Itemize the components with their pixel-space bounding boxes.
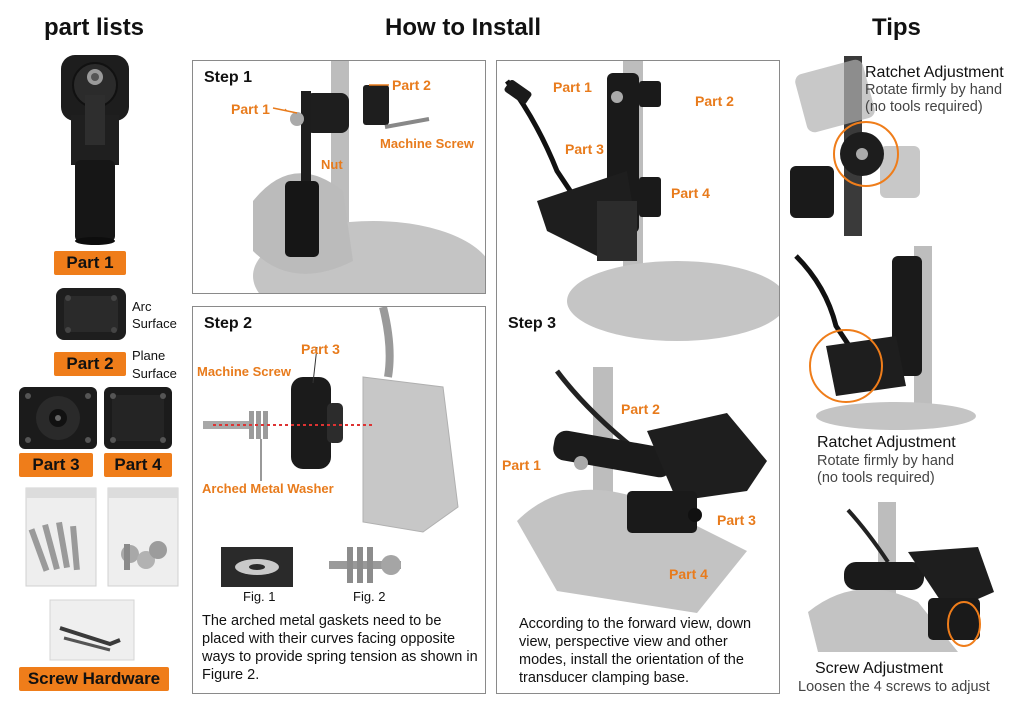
step3-part2-label: Part 2 [621,401,660,417]
right-top-illustration [504,61,779,341]
step3-part3-label: Part 3 [717,512,756,528]
tip2-image [794,246,976,430]
fig2-label: Fig. 2 [353,589,386,604]
step2-panel: Step 2 Part 3 Machine Screw Arched Metal… [192,306,486,694]
fig1-image [221,547,293,587]
tip3-title: Screw Adjustment [815,660,944,677]
step1-illustration [253,61,485,293]
step2-screw-label: Machine Screw [197,364,291,379]
step1-part1-label: Part 1 [231,101,270,117]
part4-image [104,387,172,449]
fig1-label: Fig. 1 [243,589,276,604]
plane-surface-label: Surface [132,366,177,381]
fig2-image [329,547,401,583]
part4-tag: Part 4 [104,453,172,477]
tip1-image [790,56,920,236]
washer-bag-image [107,487,179,587]
parts-heading: part lists [44,14,145,41]
screw-hardware-tag: Screw Hardware [19,667,169,691]
step3-part1-label: Part 1 [502,457,541,473]
part1-tag: Part 1 [54,251,126,275]
tip1-line1: Rotate firmly by hand [865,82,1003,98]
step3-illustration [517,367,767,613]
step2-illustration [203,307,459,533]
step1-screw-label: Machine Screw [380,136,474,151]
tip2-title: Ratchet Adjustment [817,434,956,451]
step1-nut-label: Nut [321,157,343,172]
arc-surface-label: Surface [132,316,177,331]
step2-description: The arched metal gaskets need to be plac… [202,613,478,683]
part2-image [56,288,126,340]
step1-part2-label: Part 2 [392,77,431,93]
part3-tag: Part 3 [19,453,93,477]
step3-title: Step 3 [508,315,557,332]
tip3-image [808,502,994,652]
tip2-line2: (no tools required) [817,470,935,486]
right-part2-label: Part 2 [695,93,734,109]
arc-label: Arc [132,299,152,314]
step3-description: According to the forward view, down view… [519,616,752,686]
right-part4-label: Part 4 [671,185,710,201]
tip2-line1: Rotate firmly by hand [817,453,955,469]
install-heading: How to Install [385,14,541,41]
tip1-title: Ratchet Adjustment [865,64,1004,81]
tip3-line1: Loosen the 4 screws to adjust [798,679,990,695]
part3-image [19,387,97,449]
right-part1-label: Part 1 [553,79,592,95]
step3-part4-label: Part 4 [669,566,708,582]
step2-title: Step 2 [204,315,253,332]
screw-bag-image [25,487,97,587]
step1-panel: Step 1 Part 1 Part 2 Nut Machine Screw [192,60,486,294]
allen-key-bag-image [49,599,135,661]
part1-image [61,55,129,245]
step1-title: Step 1 [204,69,253,86]
tip1-line2: (no tools required) [865,99,983,115]
step2-part3-label: Part 3 [301,341,340,357]
plane-label: Plane [132,348,166,363]
step3-panel: Part 1 Part 2 Part 3 Part 4 Step 3 Part … [496,60,780,694]
part2-tag: Part 2 [54,352,126,376]
step2-washer-label: Arched Metal Washer [202,481,334,496]
tips-heading: Tips [872,14,921,41]
right-part3-label: Part 3 [565,141,604,157]
